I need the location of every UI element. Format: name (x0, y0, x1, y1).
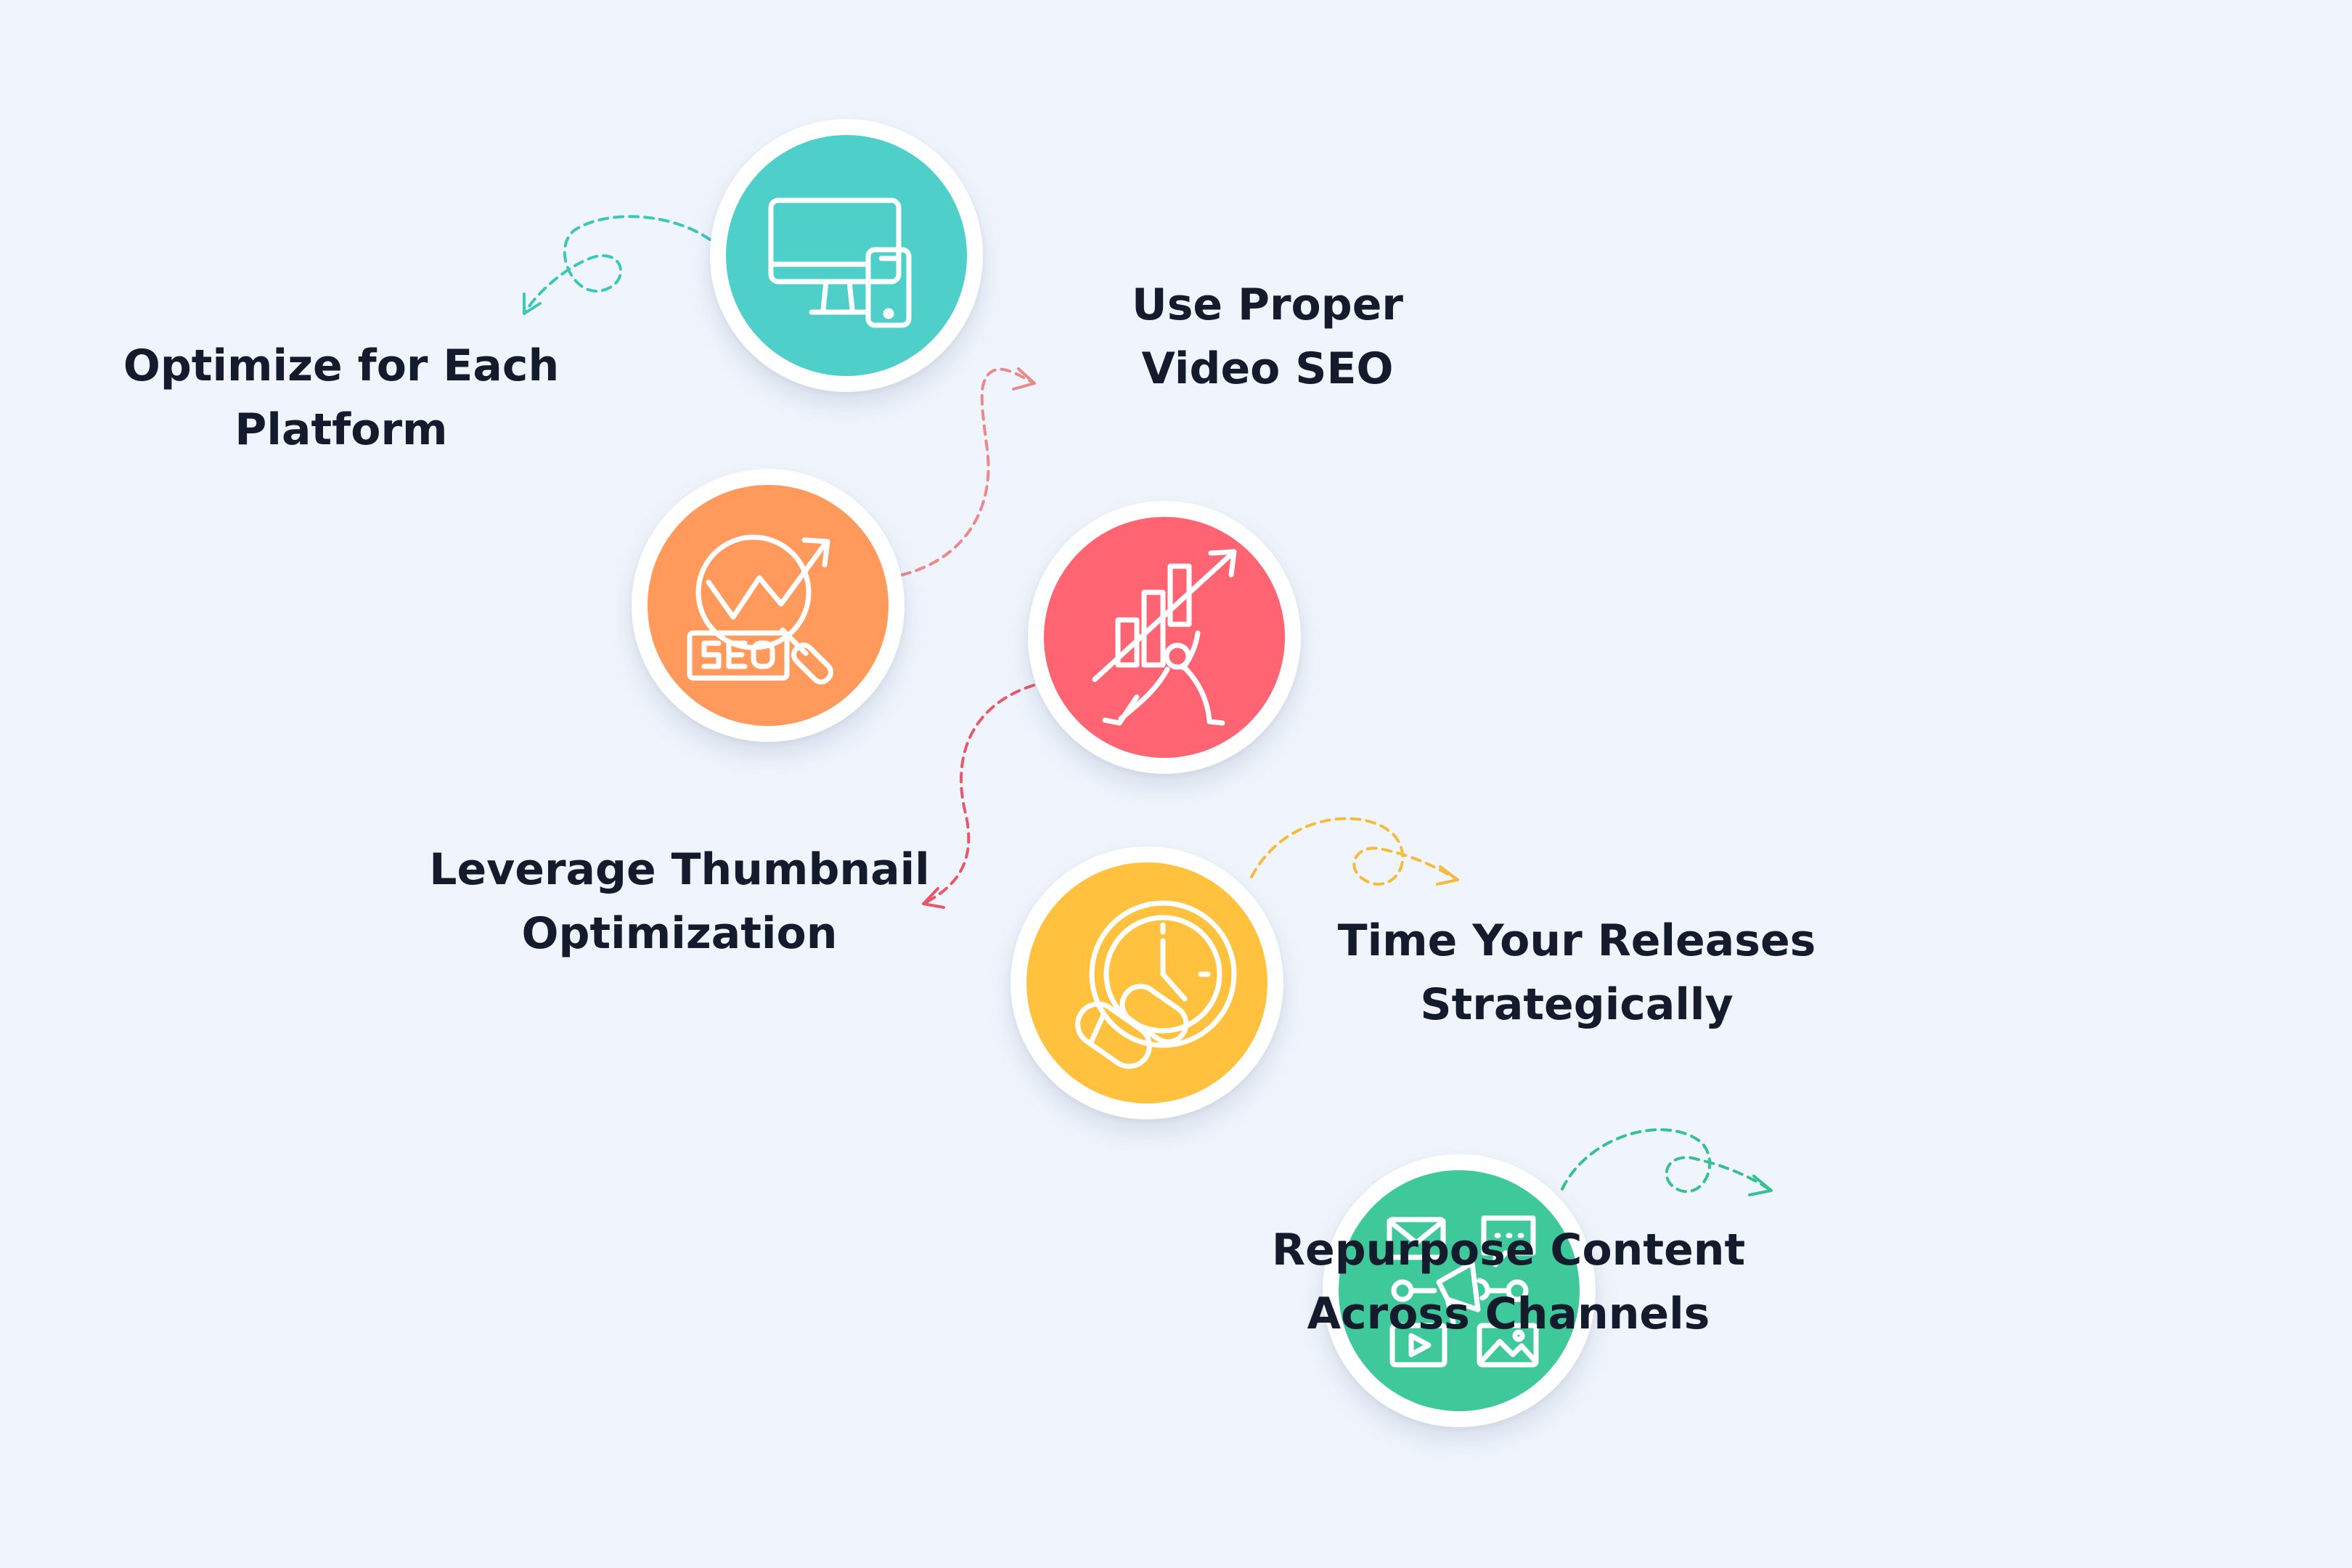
growth-lifter-icon (1092, 549, 1237, 726)
step-circle-repurpose (1323, 1154, 1596, 1427)
step-label-seo: Use Proper Video SEO (1131, 279, 1404, 394)
seo-magnifier-icon (687, 534, 833, 685)
connector-platform (523, 215, 711, 315)
multichannel-megaphone-icon (1387, 1215, 1539, 1368)
step-circle-platform (710, 119, 983, 392)
connector-repurpose (1561, 1128, 1773, 1196)
step-label-repurpose: Repurpose Content Across Channels (1271, 1225, 1746, 1339)
step-disc-seo (648, 485, 889, 726)
connector-seo (900, 367, 1036, 576)
connector-timing (1250, 817, 1459, 886)
step-disc-repurpose (1339, 1170, 1580, 1411)
step-circle-seo (632, 469, 905, 742)
clock-pills-icon (1075, 900, 1237, 1069)
connector-thumbnail (922, 684, 1035, 909)
step-circle-thumbnail (1028, 501, 1301, 774)
step-label-timing: Time Your Releases Strategically (1337, 915, 1816, 1030)
step-label-thumbnail: Leverage Thumbnail Optimization (429, 844, 930, 959)
step-circle-timing (1010, 846, 1283, 1119)
devices-icon (768, 197, 912, 328)
step-label-platform: Optimize for Each Platform (123, 340, 560, 455)
step-disc-platform (726, 135, 967, 376)
